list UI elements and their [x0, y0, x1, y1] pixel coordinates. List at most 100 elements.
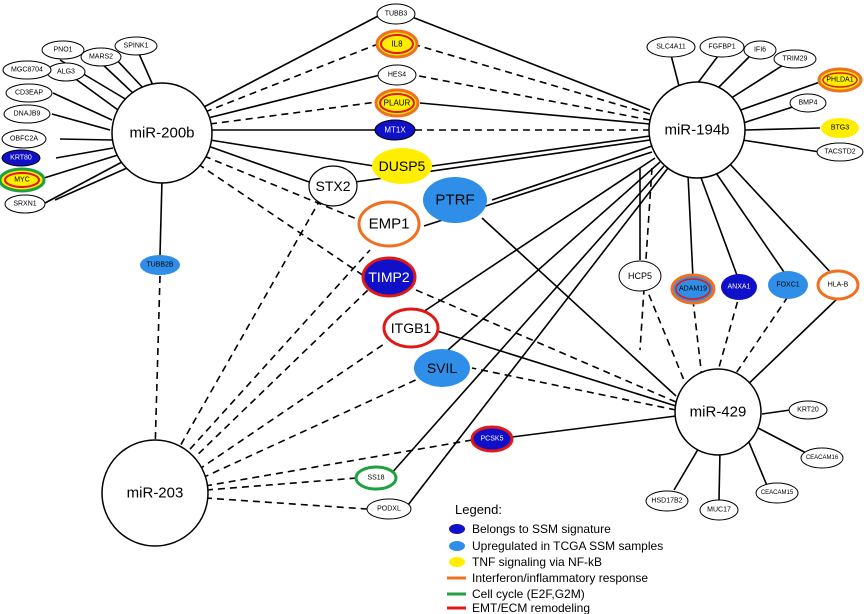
- gene-TRIM29[interactable]: TRIM29: [773, 49, 817, 69]
- svg-text:ADAM19: ADAM19: [679, 286, 707, 293]
- gene-FOXC1[interactable]: FOXC1: [768, 271, 808, 299]
- gene-SRXN1[interactable]: SRXN1: [4, 194, 46, 214]
- gene-KRT80[interactable]: KRT80: [1, 149, 41, 167]
- gene-DNAJB9[interactable]: DNAJB9: [3, 104, 51, 124]
- gene-TACSTD2[interactable]: TACSTD2: [816, 142, 864, 162]
- svg-text:Upregulated in TCGA SSM sample: Upregulated in TCGA SSM samples: [472, 539, 663, 553]
- svg-text:ITGB1: ITGB1: [391, 320, 432, 336]
- gene-PLAUR[interactable]: PLAUR: [374, 88, 420, 118]
- gene-TUBB3[interactable]: TUBB3: [376, 3, 416, 25]
- svg-text:MT1X: MT1X: [384, 126, 406, 135]
- gene-SPINK1[interactable]: SPINK1: [114, 36, 158, 56]
- svg-text:EMT/ECM remodeling: EMT/ECM remodeling: [472, 601, 590, 614]
- gene-HSD17B2[interactable]: HSD17B2: [645, 490, 689, 512]
- svg-text:Interferon/inflammatory respon: Interferon/inflammatory response: [472, 571, 648, 585]
- gene-HLA-B[interactable]: HLA-B: [816, 269, 860, 301]
- hub-mir200b[interactable]: miR-200b: [111, 82, 213, 184]
- gene-OBFC2A[interactable]: OBFC2A: [1, 129, 47, 149]
- svg-text:HCP5: HCP5: [628, 271, 652, 281]
- gene-SLC4A11[interactable]: SLC4A11: [646, 36, 696, 58]
- svg-text:TUBB2B: TUBB2B: [146, 262, 174, 269]
- gene-ADAM19[interactable]: ADAM19: [670, 273, 716, 305]
- gene-BMP4[interactable]: BMP4: [789, 93, 827, 113]
- gene-STX2[interactable]: STX2: [308, 165, 358, 207]
- svg-text:DNAJB9: DNAJB9: [14, 111, 41, 118]
- svg-text:SS18: SS18: [367, 475, 384, 482]
- svg-text:HLA-B: HLA-B: [828, 282, 849, 289]
- gene-TUBB2B[interactable]: TUBB2B: [140, 255, 180, 275]
- svg-text:IL8: IL8: [391, 40, 403, 49]
- gene-IL8[interactable]: IL8: [375, 29, 419, 59]
- legend-item-emt: EMT/ECM remodeling: [447, 601, 590, 614]
- edges: [43, 14, 839, 510]
- svg-text:SPINK1: SPINK1: [124, 43, 149, 50]
- gene-MARS2[interactable]: MARS2: [80, 47, 122, 67]
- legend-title: Legend:: [455, 502, 502, 517]
- hub-label: miR-203: [127, 485, 184, 502]
- svg-text:PLAUR: PLAUR: [384, 99, 411, 108]
- svg-text:SLC4A11: SLC4A11: [656, 44, 686, 51]
- svg-text:CEACAM16: CEACAM16: [806, 455, 839, 461]
- legend-item-tnf: TNF signaling via NF-kB: [449, 555, 602, 569]
- svg-text:TACSTD2: TACSTD2: [824, 149, 855, 156]
- hub-mir203[interactable]: miR-203: [101, 439, 209, 547]
- svg-text:MUC17: MUC17: [707, 507, 731, 514]
- svg-text:IFI6: IFI6: [754, 47, 766, 54]
- gene-PTRF[interactable]: PTRF: [423, 177, 487, 223]
- gene-MT1X[interactable]: MT1X: [374, 119, 416, 141]
- legend-item-cell-cycle: Cell cycle (E2F,G2M): [447, 587, 585, 601]
- gene-ANXA1[interactable]: ANXA1: [721, 274, 757, 300]
- gene-CD3EAP[interactable]: CD3EAP: [5, 83, 53, 103]
- svg-text:ANXA1: ANXA1: [728, 284, 751, 291]
- svg-text:SRXN1: SRXN1: [13, 201, 36, 208]
- gene-TIMP2[interactable]: TIMP2: [361, 256, 417, 298]
- gene-KRT20[interactable]: KRT20: [788, 400, 828, 420]
- svg-text:OBFC2A: OBFC2A: [10, 136, 38, 143]
- gene-MYC[interactable]: MYC: [0, 167, 46, 193]
- gene-ALG3[interactable]: ALG3: [46, 62, 86, 82]
- legend-item-ssm: Belongs to SSM signature: [449, 522, 611, 536]
- gene-EMP1[interactable]: EMP1: [357, 200, 421, 248]
- gene-CEACAM16[interactable]: CEACAM16: [800, 447, 844, 469]
- svg-text:TIMP2: TIMP2: [368, 269, 409, 285]
- hub-mir429[interactable]: miR-429: [674, 368, 762, 456]
- svg-text:HES4: HES4: [388, 72, 406, 79]
- gene-HCP5[interactable]: HCP5: [618, 260, 662, 292]
- svg-text:PODXL: PODXL: [377, 506, 401, 513]
- gene-PCSK5[interactable]: PCSK5: [470, 425, 514, 453]
- svg-text:CD3EAP: CD3EAP: [15, 90, 43, 97]
- hub-label: miR-429: [690, 404, 747, 421]
- svg-text:TRIM29: TRIM29: [783, 56, 808, 63]
- gene-DUSP5[interactable]: DUSP5: [372, 148, 432, 184]
- svg-text:STX2: STX2: [315, 178, 350, 194]
- svg-text:MGC8704: MGC8704: [11, 67, 43, 74]
- gene-PHLDA1[interactable]: PHLDA1: [817, 67, 863, 93]
- gene-HES4[interactable]: HES4: [377, 64, 417, 86]
- gene-IFI6[interactable]: IFI6: [743, 40, 777, 60]
- hub-label: miR-200b: [129, 125, 194, 142]
- gene-ITGB1[interactable]: ITGB1: [382, 307, 440, 349]
- gene-PODXL[interactable]: PODXL: [366, 498, 412, 520]
- legend-item-interferon: Interferon/inflammatory response: [447, 571, 648, 585]
- gene-MUC17[interactable]: MUC17: [699, 499, 739, 521]
- gene-FGFBP1[interactable]: FGFBP1: [699, 36, 745, 58]
- svg-text:KRT80: KRT80: [10, 155, 32, 162]
- svg-text:MYC: MYC: [14, 177, 30, 184]
- svg-text:CEACAM15: CEACAM15: [761, 490, 794, 496]
- gene-BTG3[interactable]: BTG3: [821, 118, 859, 138]
- svg-text:ALG3: ALG3: [57, 69, 75, 76]
- hub-mir194b[interactable]: miR-194b: [648, 81, 746, 179]
- gene-PNO1[interactable]: PNO1: [41, 40, 85, 60]
- gene-CEACAM15[interactable]: CEACAM15: [755, 482, 799, 504]
- svg-text:PTRF: PTRF: [435, 192, 474, 209]
- svg-text:FGFBP1: FGFBP1: [708, 44, 735, 51]
- gene-SVIL[interactable]: SVIL: [414, 349, 470, 387]
- legend: Legend: Belongs to SSM signature Upregul…: [447, 502, 663, 614]
- svg-text:EMP1: EMP1: [369, 216, 410, 233]
- gene-SS18[interactable]: SS18: [354, 465, 398, 491]
- svg-text:Belongs to SSM signature: Belongs to SSM signature: [472, 522, 611, 536]
- svg-text:Cell cycle (E2F,G2M): Cell cycle (E2F,G2M): [472, 587, 585, 601]
- gene-MGC8704[interactable]: MGC8704: [2, 60, 52, 80]
- svg-text:DUSP5: DUSP5: [379, 158, 426, 174]
